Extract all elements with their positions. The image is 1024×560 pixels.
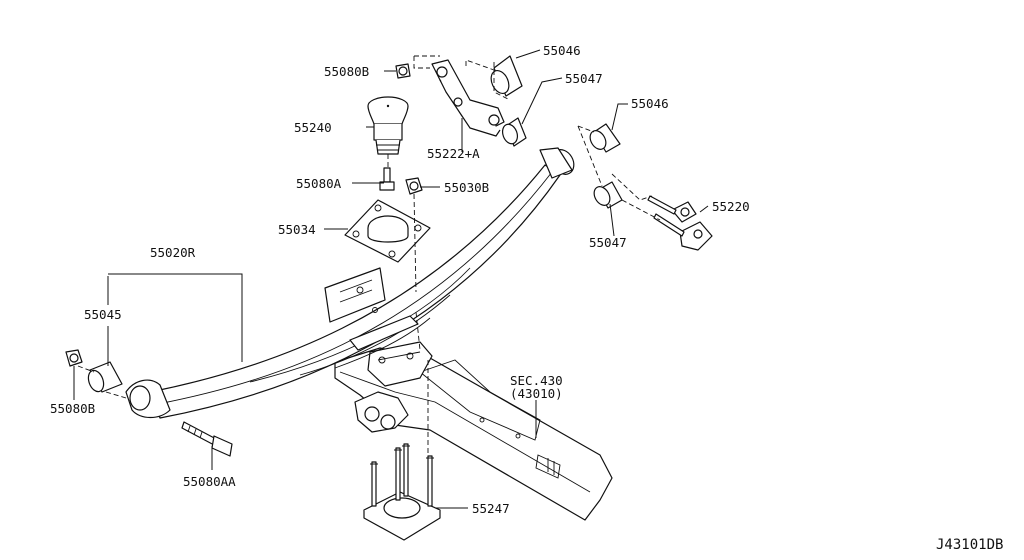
bracket-55034 <box>344 199 431 263</box>
bushing-55047-right <box>593 181 623 209</box>
label-sec430: SEC.430 <box>510 373 563 388</box>
rear-axle-frame <box>334 341 613 521</box>
label-55020r: 55020R <box>150 245 196 260</box>
label-55046-right: 55046 <box>631 96 669 111</box>
label-55047-top: 55047 <box>565 71 603 86</box>
label-55220: 55220 <box>712 199 750 214</box>
shackle-55222a <box>431 59 505 137</box>
label-55047-right: 55047 <box>589 235 627 250</box>
shackle-55220 <box>647 195 713 251</box>
label-55080a: 55080A <box>296 176 342 191</box>
label-55046-top: 55046 <box>543 43 581 58</box>
bump-stopper-55240 <box>367 96 409 155</box>
label-55222a: 55222+A <box>427 146 480 161</box>
label-55080b-left: 55080B <box>50 401 95 416</box>
label-55080b-top: 55080B <box>324 64 369 79</box>
nut-55080b-left <box>65 349 83 367</box>
label-55030b: 55030B <box>444 180 489 195</box>
nut-55080b-top <box>395 63 411 79</box>
label-55247: 55247 <box>472 501 510 516</box>
spring-seat-bracket <box>324 267 419 351</box>
bolt-55080a <box>379 167 395 191</box>
lower-seat-55247 <box>363 443 441 541</box>
bushing-55045 <box>87 361 123 393</box>
label-55240: 55240 <box>294 120 332 135</box>
label-55045: 55045 <box>84 307 122 322</box>
diagram-id: J43101DB <box>936 537 1003 553</box>
bushing-55046-top <box>490 55 523 97</box>
bushing-55046-right <box>589 123 621 153</box>
part-labels: 55046 55047 55080B 55240 55222+A 55046 5… <box>50 43 1003 553</box>
bolt-55080aa <box>181 421 233 457</box>
bushing-55047-top <box>501 117 527 147</box>
assembly-guide-lines <box>77 55 661 458</box>
label-55034: 55034 <box>278 222 316 237</box>
label-55080aa: 55080AA <box>183 474 236 489</box>
label-sec430-code: (43010) <box>510 386 563 401</box>
nut-55030b <box>405 177 423 195</box>
leaf-spring-assembly <box>125 147 575 419</box>
leader-lines <box>73 49 709 509</box>
